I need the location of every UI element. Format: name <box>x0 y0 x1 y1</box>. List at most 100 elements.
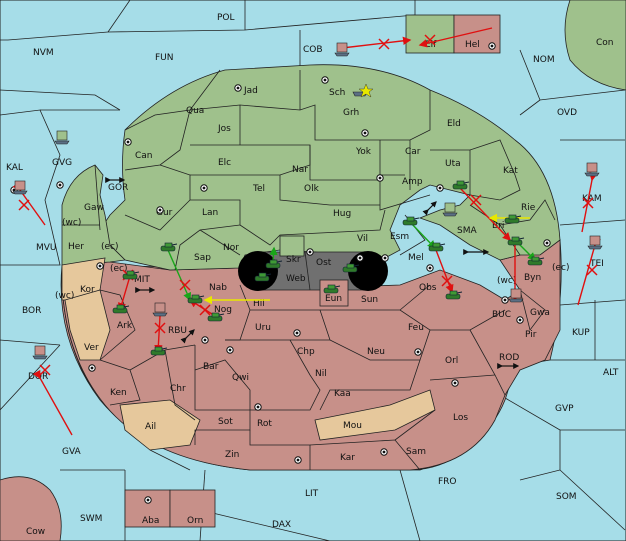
tank-icon[interactable] <box>507 236 525 246</box>
label-grh: Grh <box>343 108 359 118</box>
region-elf[interactable] <box>405 14 455 54</box>
ship-icon[interactable] <box>32 345 48 360</box>
label-pir: Pir <box>525 330 537 340</box>
ship-icon[interactable] <box>584 162 600 177</box>
label-gvp: GVP <box>555 404 574 414</box>
tank-icon[interactable] <box>527 256 545 266</box>
ship-icon[interactable] <box>587 235 603 250</box>
label-jos: Jos <box>217 124 231 134</box>
tank-icon[interactable] <box>150 346 168 356</box>
label-tei: TEI <box>589 259 604 269</box>
ship-icon[interactable] <box>508 288 524 303</box>
ship-icon[interactable] <box>334 42 350 57</box>
supply-center-dot <box>363 131 367 135</box>
supply-center-dot <box>158 208 162 212</box>
label-cow: Cow <box>26 527 45 537</box>
label-cob: COB <box>303 45 323 55</box>
label-coast-byn-wc: (wc) <box>497 276 516 286</box>
label-gwa: Gwa <box>530 308 550 318</box>
label-sam: Sam <box>406 447 426 457</box>
tank-icon[interactable] <box>187 294 205 304</box>
region-gaw-her <box>61 164 126 266</box>
label-con: Con <box>596 38 614 48</box>
sea-labels: POL NVM FUN COB NOM Con OVD KAL GVG GOR … <box>6 13 619 537</box>
supply-center-dot <box>126 140 130 144</box>
label-kaa: Kaa <box>334 389 351 399</box>
label-swm: SWM <box>80 514 102 524</box>
label-elf: Elf <box>425 40 437 50</box>
tank-icon[interactable] <box>445 290 463 300</box>
region-aba[interactable] <box>124 489 171 528</box>
label-byn: Byn <box>524 273 541 283</box>
label-amp: Amp <box>402 177 423 187</box>
failed-order-mark <box>424 34 436 46</box>
label-rod: ROD <box>499 353 519 363</box>
tank-icon[interactable] <box>504 214 522 224</box>
label-yok: Yok <box>355 147 372 157</box>
tank-icon[interactable] <box>207 312 225 322</box>
label-coast-kor-wc: (wc) <box>55 291 74 301</box>
label-lit: LIT <box>305 489 319 499</box>
region-cow[interactable] <box>0 476 62 541</box>
failed-order-mark <box>18 199 30 211</box>
region-ail[interactable] <box>119 399 201 451</box>
region-con[interactable] <box>564 0 626 91</box>
label-bar: Bar <box>203 362 219 372</box>
label-gaw: Gaw <box>84 203 104 213</box>
label-nvm: NVM <box>33 48 54 58</box>
supply-center-dot <box>323 78 327 82</box>
order-move <box>341 36 412 49</box>
label-dax: DAX <box>272 520 291 530</box>
ship-icon[interactable] <box>352 83 374 98</box>
supply-center-dot <box>202 186 206 190</box>
tank-icon[interactable] <box>428 242 446 252</box>
label-mvu: MVU <box>36 243 57 253</box>
label-sap: Sap <box>194 253 211 263</box>
supply-center-dot <box>545 241 549 245</box>
tank-icon[interactable] <box>122 270 140 280</box>
double-arrow-icon <box>422 201 437 216</box>
tank-icon[interactable] <box>452 180 470 190</box>
supply-center-dot <box>518 318 522 322</box>
label-coast-byn-ec: (ec) <box>552 263 570 273</box>
tank-icon[interactable] <box>254 272 272 282</box>
label-ost: Ost <box>316 258 332 268</box>
region-skr[interactable] <box>279 235 305 257</box>
tank-icon[interactable] <box>402 216 420 226</box>
label-sch: Sch <box>329 88 345 98</box>
label-qwi: Qwi <box>232 373 249 383</box>
order-move <box>269 246 278 263</box>
ship-icon[interactable] <box>54 130 70 145</box>
label-tel: Tel <box>252 184 265 194</box>
label-her: Her <box>68 242 84 252</box>
failed-order-mark <box>154 322 166 334</box>
label-sun: Sun <box>361 295 378 305</box>
tank-icon[interactable] <box>265 259 283 269</box>
label-uta: Uta <box>445 159 461 169</box>
order-lines <box>12 27 601 436</box>
label-qua: Qua <box>186 106 204 116</box>
ship-icon[interactable] <box>12 180 28 195</box>
supply-center-dot <box>416 350 420 354</box>
label-dor: DOR <box>28 372 48 382</box>
north-labels: Elf Jad Sch Qua Grh Jos Eld Can Yok Car … <box>68 40 541 293</box>
label-can: Can <box>135 151 153 161</box>
ship-icon[interactable] <box>152 302 168 317</box>
label-gvg: GVG <box>52 158 72 168</box>
supply-center-dot <box>228 348 232 352</box>
label-rbu: RBU <box>168 326 187 336</box>
tank-icon[interactable] <box>323 284 341 294</box>
order-move <box>577 237 601 306</box>
supply-center-dot <box>490 44 494 48</box>
tank-icon[interactable] <box>160 242 178 252</box>
region-hel[interactable] <box>453 14 501 54</box>
ship-icon[interactable] <box>442 202 458 217</box>
tank-icon[interactable] <box>112 304 130 314</box>
region-orn[interactable] <box>169 489 216 528</box>
supply-center-dot <box>428 266 432 270</box>
center-labels: Skr Web Ost Eun <box>286 255 342 304</box>
label-orl: Orl <box>445 356 458 366</box>
tank-icon[interactable] <box>342 263 360 273</box>
